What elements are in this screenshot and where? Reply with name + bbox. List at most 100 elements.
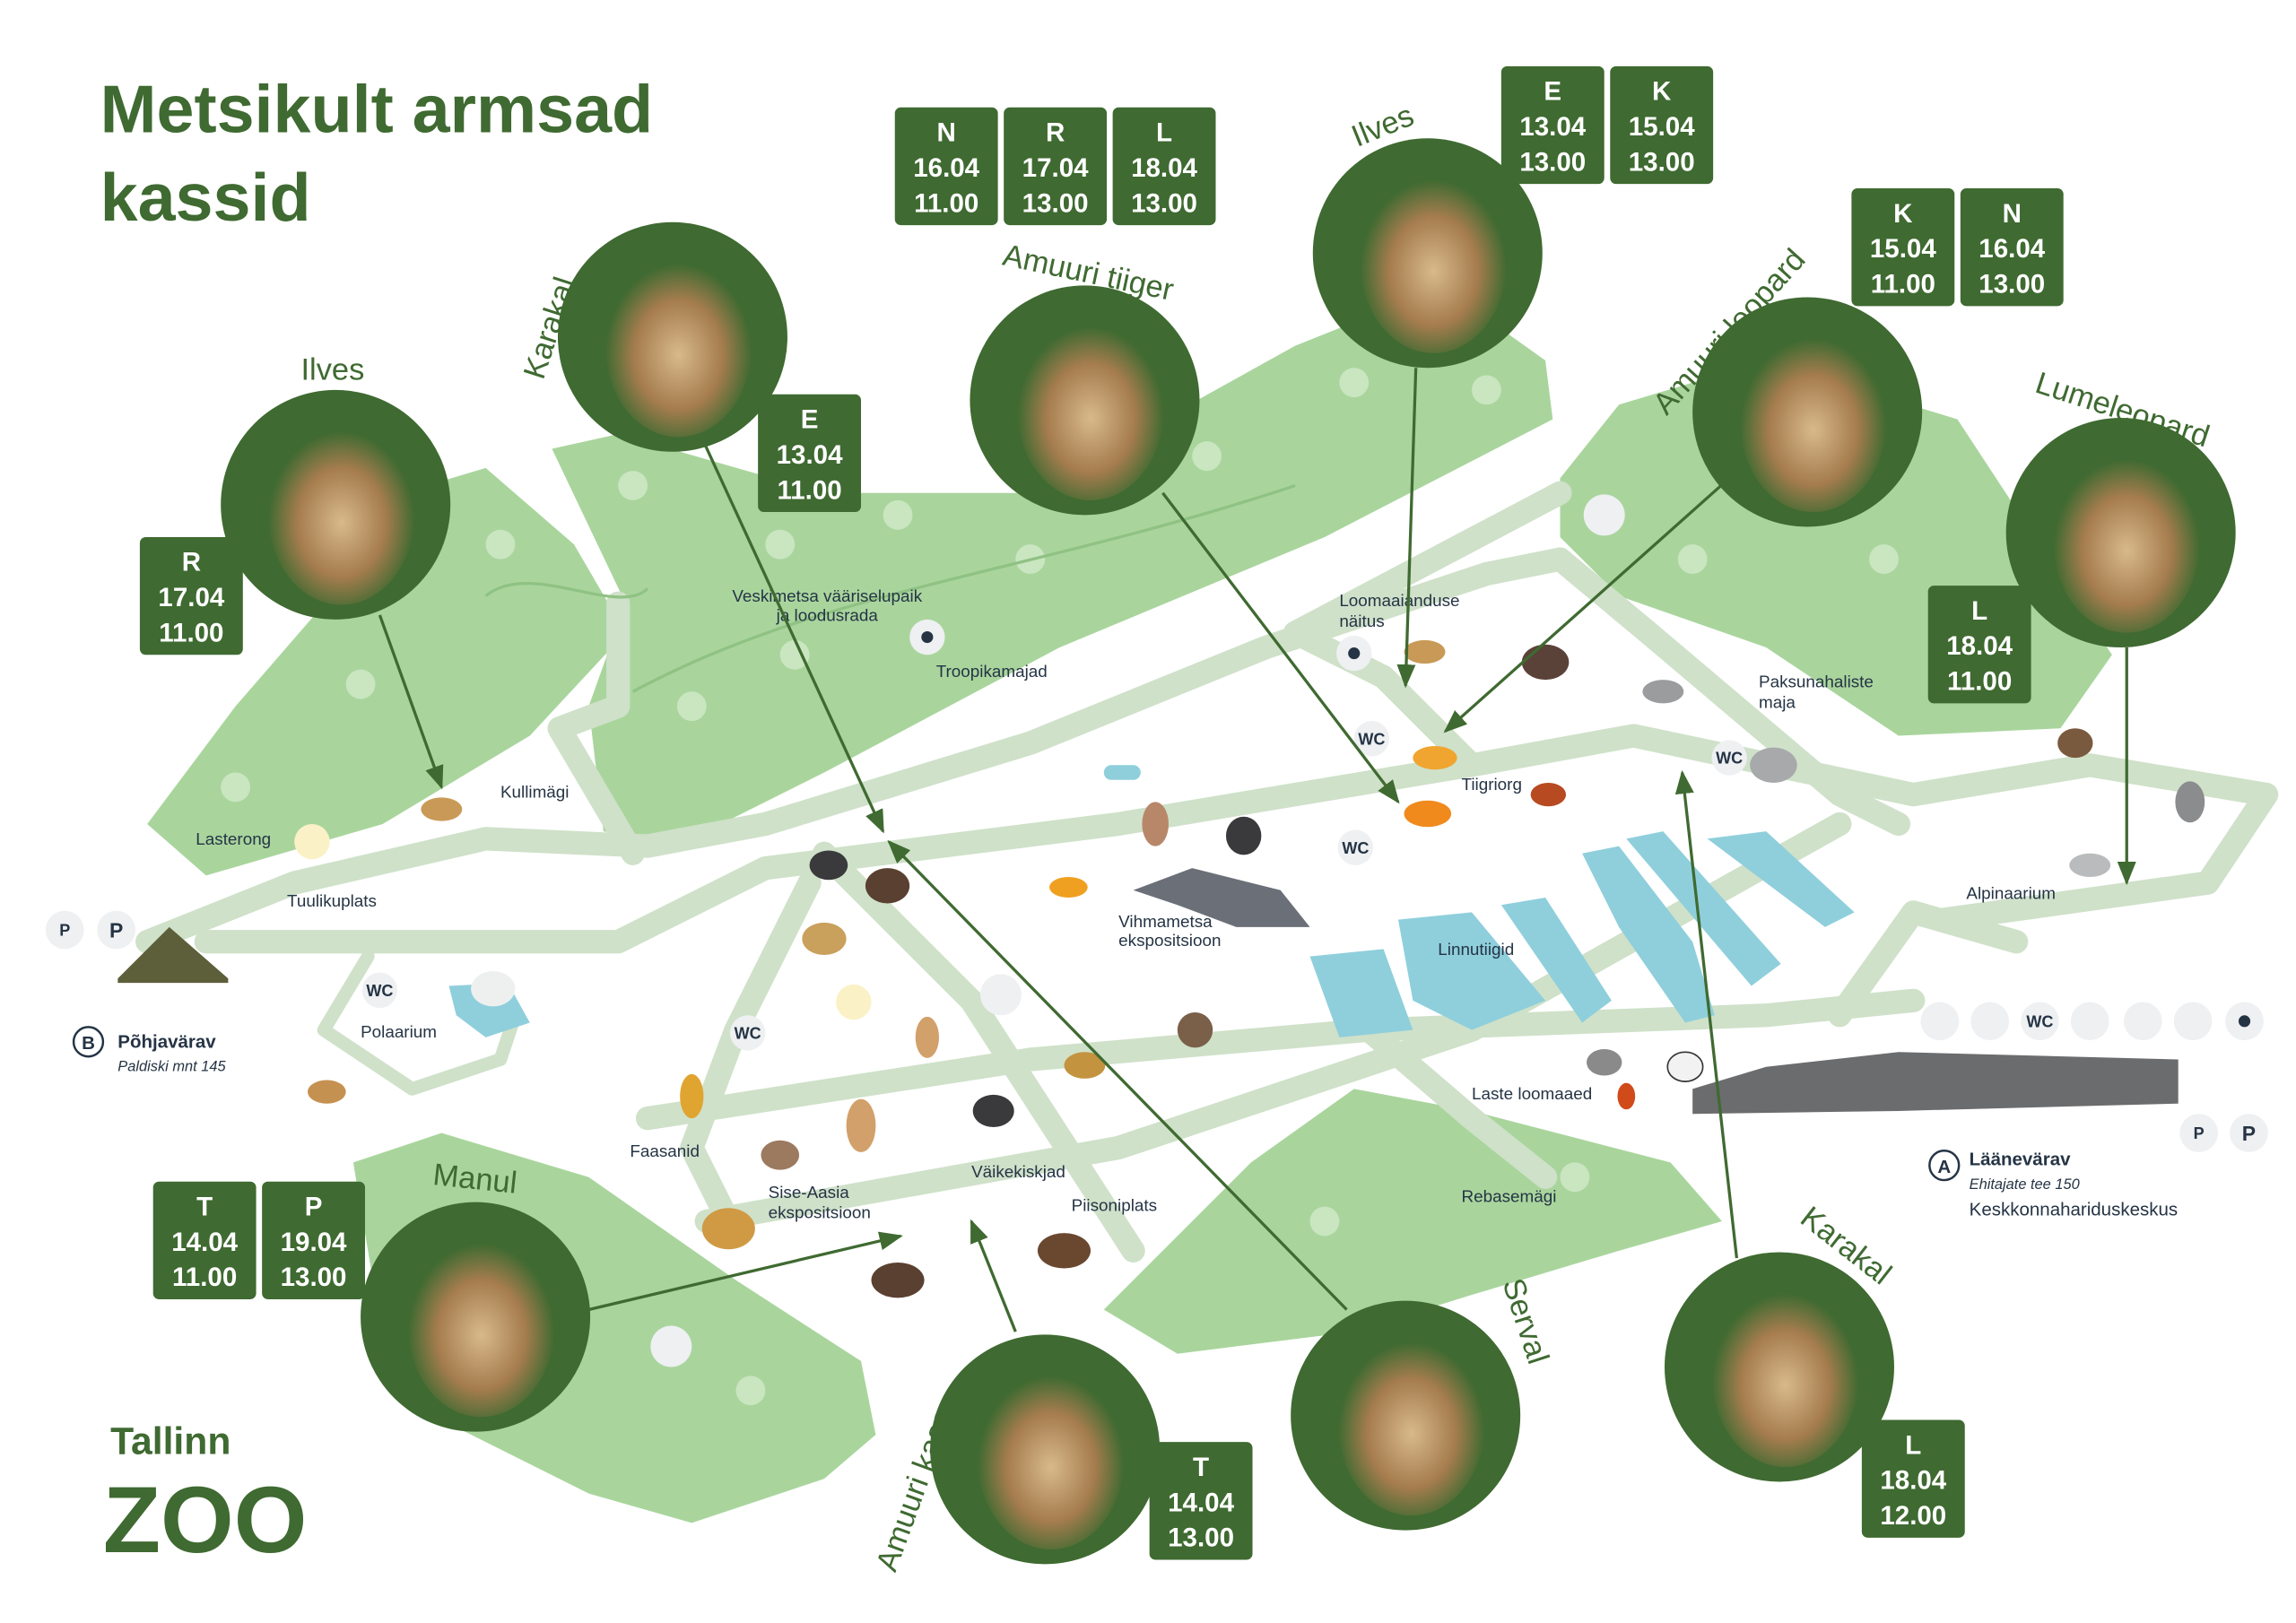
weekday-letter: P — [305, 1192, 323, 1221]
svg-text:P: P — [2242, 1122, 2256, 1145]
place-label: Alpinaarium — [1966, 884, 2056, 903]
weekday-letter: K — [1652, 77, 1672, 107]
pointer-arrow — [378, 614, 444, 790]
svg-text:Tallinn: Tallinn — [110, 1419, 230, 1462]
place-label: maja — [1759, 692, 1796, 711]
forest-veskimetsa — [552, 286, 1553, 846]
wc-icon — [2021, 1002, 2059, 1041]
weekday-letter: L — [1971, 596, 1987, 626]
weekday-letter: R — [1046, 118, 1065, 148]
education-center-building — [1692, 1052, 2179, 1115]
weekday-letter: N — [937, 118, 956, 148]
place-label: ekspositsioon — [1118, 931, 1221, 950]
place-label: Paksunahaliste — [1759, 672, 1874, 690]
lynx-illustration — [1404, 639, 1446, 664]
musk-ox-illustration — [809, 850, 848, 881]
place-label: Kullimägi — [500, 782, 570, 801]
weekday-letter: N — [2003, 199, 2022, 229]
place-label: Tuulikuplats — [287, 891, 377, 910]
weekday-letter: L — [1156, 118, 1172, 148]
yak-illustration — [972, 1094, 1014, 1127]
hyena-illustration — [1064, 1052, 1106, 1079]
red-wolf-illustration — [1530, 783, 1567, 807]
feeding-date: 13.04 — [777, 440, 843, 470]
feeding-time-box: E 13.04 11.00 — [758, 394, 862, 513]
place-label: ekspositsioon — [769, 1203, 871, 1222]
cat-feature-amuuri-tiiger: Amuuri tiigerN16.0411.00R17.0413.00L18.0… — [894, 107, 1400, 804]
musk-ox-illustration — [1521, 644, 1570, 681]
elephant-illustration — [1750, 747, 1797, 784]
feeding-time: 13.00 — [1168, 1523, 1234, 1553]
gift-shop-icon — [1920, 1002, 1960, 1041]
train-icon — [294, 823, 330, 860]
feeding-time-box: R 17.04 13.00 — [1004, 107, 1108, 226]
place-label: Laste loomaaed — [1472, 1084, 1592, 1103]
place-label: Tiigriorg — [1462, 775, 1522, 794]
lynx-illustration — [421, 797, 463, 821]
manul-habitat-icon — [650, 1325, 692, 1367]
place-label: ja loodusrada — [776, 605, 879, 624]
place-label: Vihmametsa — [1118, 912, 1213, 931]
feeding-time: 11.00 — [172, 1263, 237, 1292]
place-label: Sise-Aasia — [769, 1183, 850, 1202]
cat-photo — [1016, 317, 1165, 500]
north-gate-info: B Põhjavärav Paldiski mnt 145 — [72, 1026, 226, 1075]
cat-photo — [1360, 170, 1508, 353]
place-label: näitus — [1339, 612, 1384, 630]
kulan-illustration — [761, 1140, 800, 1170]
bee-icon — [1583, 494, 1625, 536]
place-label: Piisoniplats — [1072, 1196, 1157, 1215]
rhino-illustration — [1642, 680, 1684, 704]
place-label: Faasanid — [630, 1141, 700, 1160]
stroller-rental-icon — [2173, 1002, 2213, 1041]
feeding-time: 11.00 — [777, 475, 841, 505]
bird-ponds — [448, 765, 1855, 1037]
animal-illustrations — [308, 639, 2205, 1298]
feeding-date: 17.04 — [1022, 153, 1089, 183]
place-label: Rebasemägi — [1462, 1187, 1557, 1206]
weekday-letter: R — [182, 548, 201, 577]
feeding-time: 13.00 — [1519, 147, 1586, 177]
snow-leopard-illustration — [2069, 853, 2111, 878]
pointer-arrow — [1161, 491, 1400, 804]
weekday-letter: E — [801, 405, 819, 435]
wc-icon — [1711, 740, 1747, 776]
feeding-time: 13.00 — [1022, 188, 1089, 218]
feeding-date: 18.04 — [1880, 1466, 1946, 1496]
svg-text:P: P — [2194, 1124, 2205, 1142]
gate-address: Paldiski mnt 145 — [117, 1059, 226, 1075]
education-center-label: Keskkonnahariduskeskus — [1970, 1199, 2178, 1219]
svg-text:P: P — [109, 918, 123, 942]
feeding-date: 13.04 — [1519, 112, 1586, 142]
weekday-letter: K — [1893, 199, 1913, 229]
camel-illustration — [701, 1208, 755, 1250]
ibex-illustration — [2057, 728, 2093, 759]
cat-photo — [407, 1234, 555, 1418]
feeding-time: 11.00 — [1871, 270, 1935, 299]
feeding-date: 14.04 — [1168, 1488, 1234, 1517]
feeding-time: 11.00 — [159, 618, 223, 647]
pointer-arrow — [701, 440, 885, 834]
deer-illustration — [846, 1098, 876, 1152]
tallinn-zoo-logo: Tallinn ZOO — [103, 1419, 308, 1573]
pheasant-illustration — [680, 1073, 704, 1119]
feeding-date: 15.04 — [1629, 112, 1695, 142]
cat-photo — [1739, 329, 1887, 513]
pointer-arrow — [1443, 477, 1731, 733]
svg-text:WC: WC — [366, 982, 393, 1000]
svg-text:A: A — [1937, 1157, 1951, 1177]
wc-icon — [729, 1015, 766, 1051]
sheep-illustration — [1587, 1049, 1622, 1076]
cat-name-label: Serval — [1496, 1274, 1555, 1368]
svg-text:ZOO: ZOO — [103, 1468, 308, 1573]
goat-illustration — [1666, 1051, 1704, 1082]
feeding-time: 13.00 — [1979, 270, 2045, 299]
